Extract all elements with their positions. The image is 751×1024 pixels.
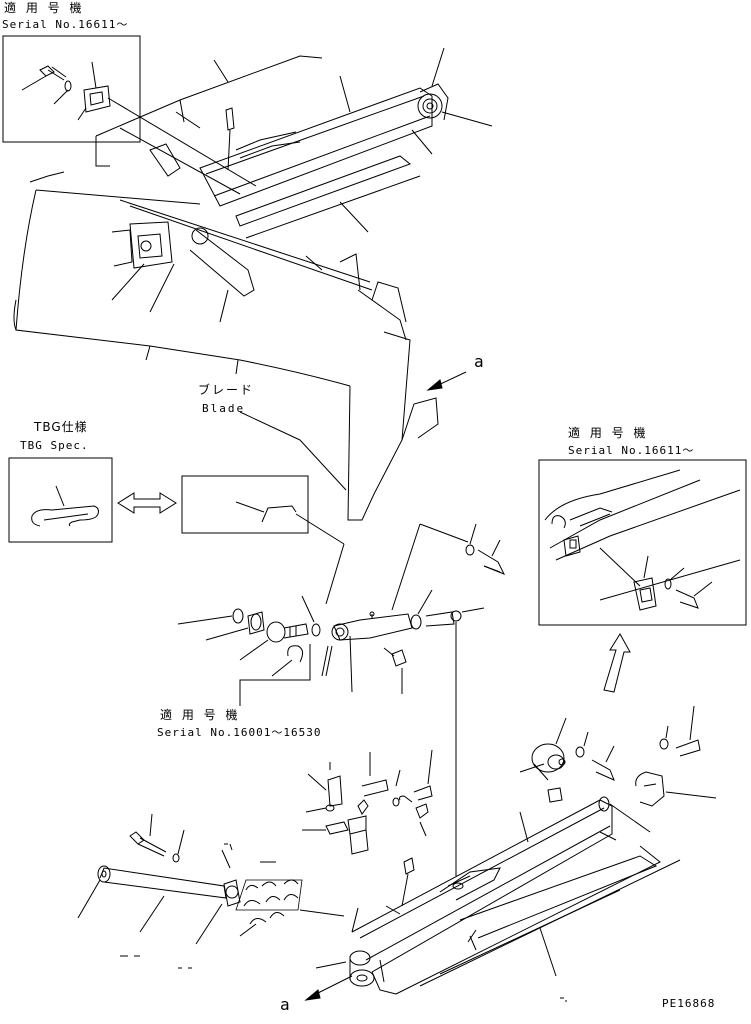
blade-assembly	[13, 47, 493, 521]
reference-arrow-bottom	[304, 975, 353, 1001]
tilt-rod-assembly	[77, 813, 345, 945]
serial-mid-jp: 適 用 号 機	[160, 708, 241, 722]
up-arrow	[603, 633, 631, 693]
drawing-number: PE16868	[662, 997, 716, 1010]
serial-right-jp: 適 用 号 機	[568, 426, 649, 440]
serial-top-jp: 適 用 号 機	[4, 1, 85, 15]
tbg-label-jp: TBG仕様	[34, 420, 88, 434]
serial-right-en: Serial No.16611～	[568, 444, 695, 457]
blade-label-en: Blade	[202, 402, 246, 415]
right-inset-box	[538, 459, 747, 626]
serial-mid-en: Serial No.16001～16530	[157, 726, 322, 739]
lower-beam-assembly	[302, 705, 717, 1002]
tbg-inset-box	[8, 457, 113, 543]
exchange-arrow	[117, 492, 177, 514]
tbg-label-en: TBG Spec.	[20, 439, 89, 452]
blade-label-jp: ブレード	[198, 383, 255, 397]
reference-arrow-top	[426, 371, 467, 391]
middle-parts	[177, 523, 506, 876]
ref-a-bottom: a	[280, 995, 291, 1014]
top-inset-box	[2, 35, 141, 143]
serial-top-en: Serial No.16611～	[2, 18, 129, 31]
alt-part-box	[181, 475, 345, 605]
ref-a-top: a	[474, 352, 485, 371]
